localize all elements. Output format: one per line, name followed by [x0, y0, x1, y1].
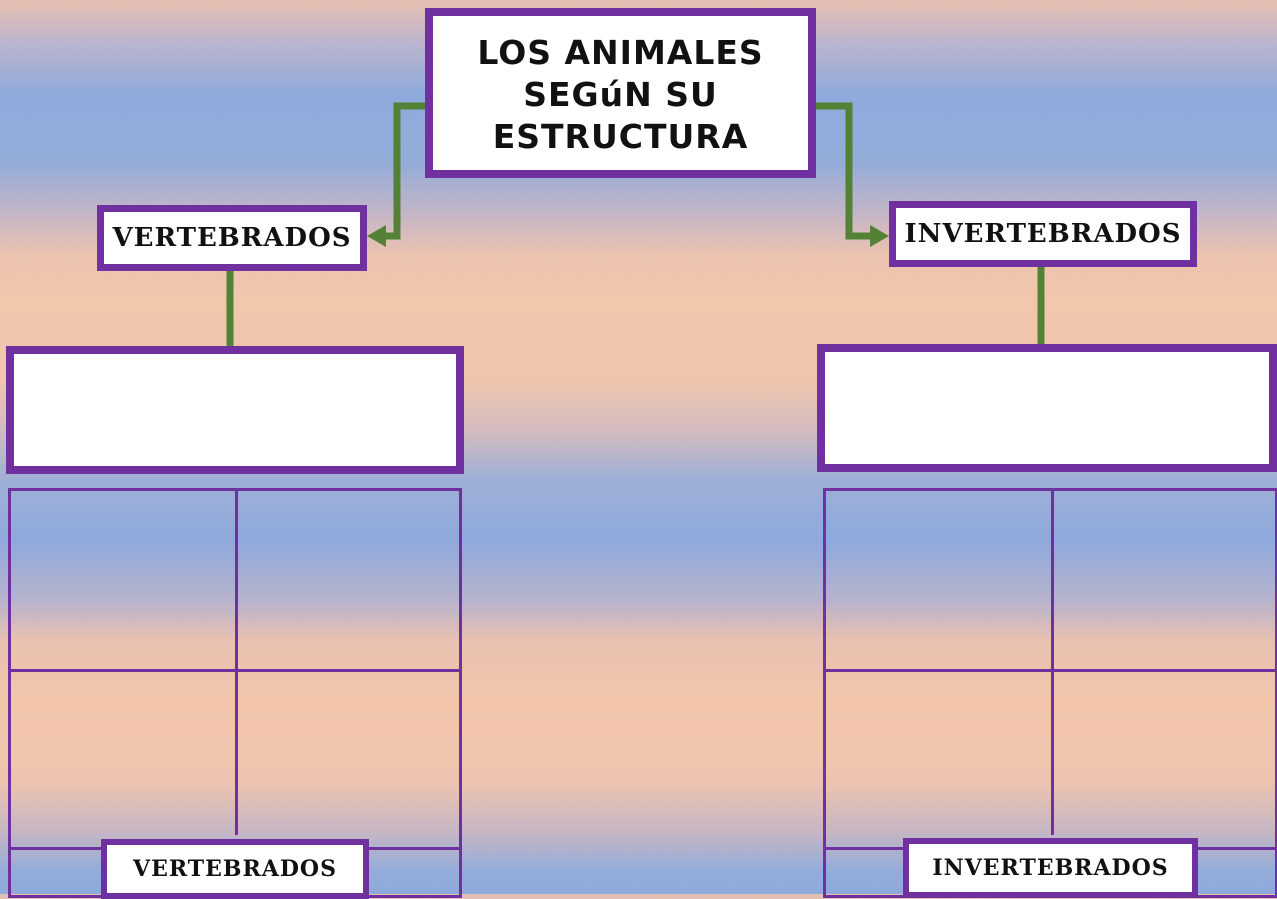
grid-divider [11, 669, 459, 672]
grid-cell[interactable] [826, 491, 1051, 669]
vertebrados-bottom-label: VERTEBRADOS [133, 856, 337, 882]
grid-cell[interactable] [238, 491, 459, 669]
arrowhead-right [870, 225, 889, 247]
connector-title-to-vertebrados [380, 102, 428, 240]
grid-divider [1051, 491, 1054, 835]
vertebrados-grid [8, 488, 462, 898]
vertebrados-answer-box[interactable] [6, 346, 464, 474]
invertebrados-bottom-label: INVERTEBRADOS [932, 855, 1169, 881]
invertebrados-label: INVERTEBRADOS [904, 219, 1182, 249]
vertebrados-label-box: VERTEBRADOS [97, 205, 367, 271]
arrowhead-left [367, 225, 386, 247]
title-line: SEGúN SU [523, 75, 718, 114]
grid-cell[interactable] [1054, 491, 1275, 669]
invertebrados-bottom-label-box: INVERTEBRADOS [903, 838, 1198, 898]
grid-cell[interactable] [11, 491, 235, 669]
vertebrados-label: VERTEBRADOS [112, 223, 352, 253]
grid-cell[interactable] [826, 672, 1051, 847]
connector-title-to-invertebrados [813, 102, 874, 240]
grid-divider [826, 669, 1275, 672]
grid-divider [235, 491, 238, 835]
invertebrados-answer-box[interactable] [817, 344, 1277, 472]
title-line: LOS ANIMALES [477, 33, 764, 72]
grid-cell[interactable] [11, 672, 235, 847]
invertebrados-grid [823, 488, 1277, 898]
grid-cell[interactable] [1054, 672, 1275, 847]
diagram-title: LOS ANIMALES SEGúN SU ESTRUCTURA [457, 28, 783, 158]
invertebrados-label-box: INVERTEBRADOS [889, 201, 1197, 267]
title-line: ESTRUCTURA [492, 117, 749, 156]
grid-cell[interactable] [238, 672, 459, 847]
title-box: LOS ANIMALES SEGúN SU ESTRUCTURA [425, 8, 816, 178]
vertebrados-bottom-label-box: VERTEBRADOS [101, 839, 369, 899]
